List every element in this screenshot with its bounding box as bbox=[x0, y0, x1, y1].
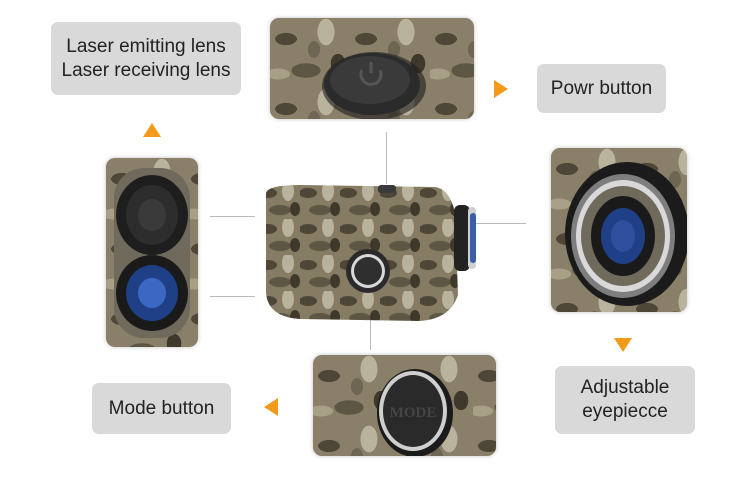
power-button-photo bbox=[270, 18, 474, 119]
eyepiece-text-line2: eyepiecce bbox=[582, 401, 668, 422]
laser-lens-label: Laser emitting lens Laser receiving lens bbox=[51, 22, 241, 95]
mode-button-label-text: Mode button bbox=[108, 397, 215, 419]
arrow-up-icon bbox=[143, 123, 161, 137]
mode-button-label: Mode button bbox=[92, 383, 231, 434]
mode-button-photo: MODE bbox=[313, 355, 496, 456]
rangefinder-main-photo bbox=[260, 183, 482, 323]
eyepiece-photo bbox=[551, 148, 687, 312]
connector-line-lower bbox=[210, 296, 255, 297]
connector-line-power bbox=[386, 132, 387, 184]
eyepiece-graphic bbox=[565, 162, 687, 306]
power-button-text: Powr button bbox=[550, 77, 653, 99]
rangefinder-body-graphic bbox=[266, 185, 476, 321]
eyepiece-text-line1: Adjustable bbox=[580, 377, 670, 398]
connector-line-mode bbox=[370, 306, 371, 350]
arrow-left-icon bbox=[264, 398, 278, 416]
arrow-down-icon bbox=[614, 338, 632, 352]
connector-line-upper bbox=[210, 216, 255, 217]
connector-line-eyepiece bbox=[476, 223, 526, 224]
mode-button-text: MODE bbox=[390, 405, 437, 421]
front-lenses-graphic bbox=[114, 168, 190, 338]
power-button-graphic bbox=[322, 52, 426, 119]
laser-emitting-lens-text: Laser emitting lens bbox=[66, 35, 226, 57]
laser-receiving-lens-text: Laser receiving lens bbox=[61, 59, 231, 81]
mode-button-graphic: MODE bbox=[377, 369, 453, 456]
power-button-label: Powr button bbox=[537, 64, 666, 113]
eyepiece-label: Adjustable eyepiecce bbox=[555, 366, 695, 434]
front-lenses-photo bbox=[106, 158, 198, 347]
arrow-right-icon bbox=[494, 80, 508, 98]
